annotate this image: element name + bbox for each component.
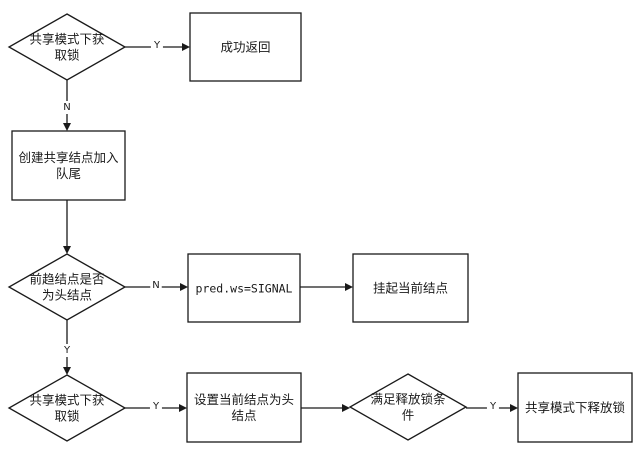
edge-label-y: Y — [152, 401, 160, 412]
arrowhead — [342, 404, 350, 412]
process-node-p1: 成功返回 — [189, 12, 302, 82]
process-box — [189, 12, 302, 82]
node-label-line: 队尾 — [56, 166, 81, 181]
node-label-line: 挂起当前结点 — [373, 281, 448, 296]
node-label-line: 共享模式下获 — [29, 32, 104, 47]
node-label-line: 成功返回 — [220, 40, 270, 55]
edge-label-y: Y — [63, 345, 71, 356]
edge-label-bg — [149, 400, 162, 413]
node-label-line: 件 — [402, 408, 415, 423]
edge-label-bg — [61, 101, 73, 114]
edge-label-y: Y — [153, 40, 161, 51]
edge-label-bg — [486, 400, 499, 413]
edge-d1-p1: Y — [125, 39, 190, 52]
edge-p5-d4 — [301, 404, 350, 412]
node-label-line: 为头结点 — [42, 288, 92, 303]
node-label-line: 取锁 — [54, 409, 80, 424]
arrowhead — [345, 283, 353, 291]
decision-diamond — [7, 374, 127, 442]
node-label-line: pred.ws=SIGNAL — [196, 282, 293, 296]
edge-label-n: N — [63, 102, 70, 113]
process-box — [517, 372, 633, 443]
arrowhead — [63, 123, 71, 131]
node-label-line: 取锁 — [54, 48, 80, 63]
process-box — [186, 372, 302, 443]
edge-d3-p5: Y — [125, 400, 187, 413]
decision-diamond — [7, 13, 127, 81]
node-label-line: 创建共享结点加入 — [18, 150, 119, 165]
edge-p2-d2 — [63, 200, 71, 254]
node-label-line: 共享模式下获 — [29, 393, 104, 408]
edge-p3-p4 — [300, 283, 353, 291]
arrowhead — [510, 404, 518, 412]
edge-d2-p3: N — [125, 279, 188, 292]
arrowhead — [180, 283, 188, 291]
decision-diamond — [7, 253, 127, 321]
node-label-line: 结点 — [231, 408, 256, 423]
node-label-line: 共享模式下释放锁 — [525, 400, 626, 415]
edge-label-y: Y — [489, 401, 497, 412]
decision-diamond — [348, 373, 468, 441]
node-label-line: 满足释放锁条 — [370, 392, 446, 407]
process-box — [352, 253, 469, 323]
edge-label-bg — [150, 39, 163, 52]
process-node-p6: 共享模式下释放锁 — [517, 372, 633, 443]
edge-label-n: N — [152, 280, 159, 291]
edge-d2-d3: Y — [60, 320, 73, 375]
edge-d4-p6: Y — [466, 400, 518, 413]
process-box — [187, 253, 301, 323]
node-label-line: 前趋结点是否 — [29, 272, 104, 287]
arrowhead — [179, 404, 187, 412]
process-node-p3: pred.ws=SIGNAL — [187, 253, 301, 323]
edge-label-bg — [150, 279, 162, 292]
process-box — [11, 130, 126, 201]
edge-d1-p2: N — [61, 80, 73, 131]
arrowhead — [63, 367, 71, 375]
arrowhead — [182, 43, 190, 51]
arrowhead — [63, 246, 71, 254]
edge-label-bg — [60, 344, 73, 357]
node-label-line: 设置当前结点为头 — [194, 392, 294, 407]
process-node-p4: 挂起当前结点 — [352, 253, 469, 323]
